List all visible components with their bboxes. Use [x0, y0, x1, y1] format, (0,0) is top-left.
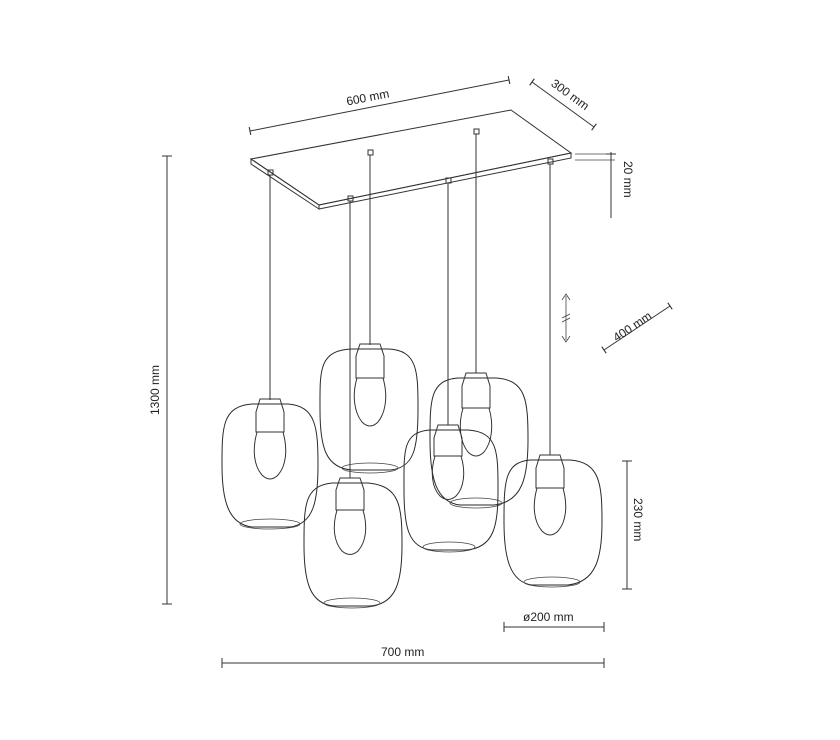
dim-cord-length [601, 302, 673, 354]
pendant-front-center [303, 477, 403, 609]
shade-rim [239, 518, 301, 530]
adjustable-cord-indicator [561, 293, 571, 343]
socket [255, 398, 285, 433]
arrow-up-icon [561, 293, 571, 301]
pendant-front-right [503, 454, 603, 588]
glass-shade [221, 403, 319, 528]
pendant-middle [403, 424, 499, 553]
glass-shade [303, 482, 403, 607]
bulb [333, 509, 367, 555]
socket [461, 372, 491, 409]
glass-shade [403, 429, 499, 551]
pendant-front-left [221, 398, 319, 530]
glass-shade [503, 459, 603, 586]
label-shade-diameter: ø200 mm [523, 610, 574, 624]
dimension-labels: 600 mm 300 mm 20 mm 400 mm 1300 mm 230 m… [148, 76, 654, 659]
label-cord-length: 400 mm [610, 309, 654, 345]
cord-mount [473, 128, 480, 135]
label-canopy-depth: 300 mm [548, 76, 591, 113]
socket [535, 454, 565, 489]
canopy-front-edge [318, 152, 572, 210]
cords [269, 134, 551, 478]
cord-mount [367, 149, 374, 156]
dim-canopy-length [248, 75, 511, 136]
glass-shade [319, 348, 419, 471]
pendant-back-left [319, 343, 419, 474]
bulb [459, 407, 493, 457]
break-mark [561, 313, 571, 319]
label-total-width: 700 mm [381, 645, 424, 659]
label-total-height: 1300 mm [148, 365, 162, 415]
shade-rim [523, 576, 581, 588]
shade-rim [323, 597, 381, 609]
label-canopy-height: 20 mm [621, 161, 635, 198]
socket [355, 343, 385, 379]
canopy-left-edge [250, 158, 320, 210]
pendant-back-right [429, 372, 529, 509]
shade-rim [449, 497, 503, 509]
label-shade-height: 230 mm [631, 498, 645, 541]
shade-rim [341, 462, 399, 474]
dim-canopy-depth [529, 78, 597, 131]
shade-rim [422, 541, 476, 553]
dimension-lines [162, 75, 673, 668]
break-mark [561, 317, 571, 323]
bulb [253, 431, 287, 480]
arrow-down-icon [561, 335, 571, 343]
canopy [249, 109, 573, 210]
bulb [353, 377, 387, 427]
glass-shade [429, 377, 529, 506]
socket [433, 424, 463, 457]
bulb [431, 455, 465, 500]
socket [335, 477, 365, 511]
bulb [533, 487, 567, 536]
